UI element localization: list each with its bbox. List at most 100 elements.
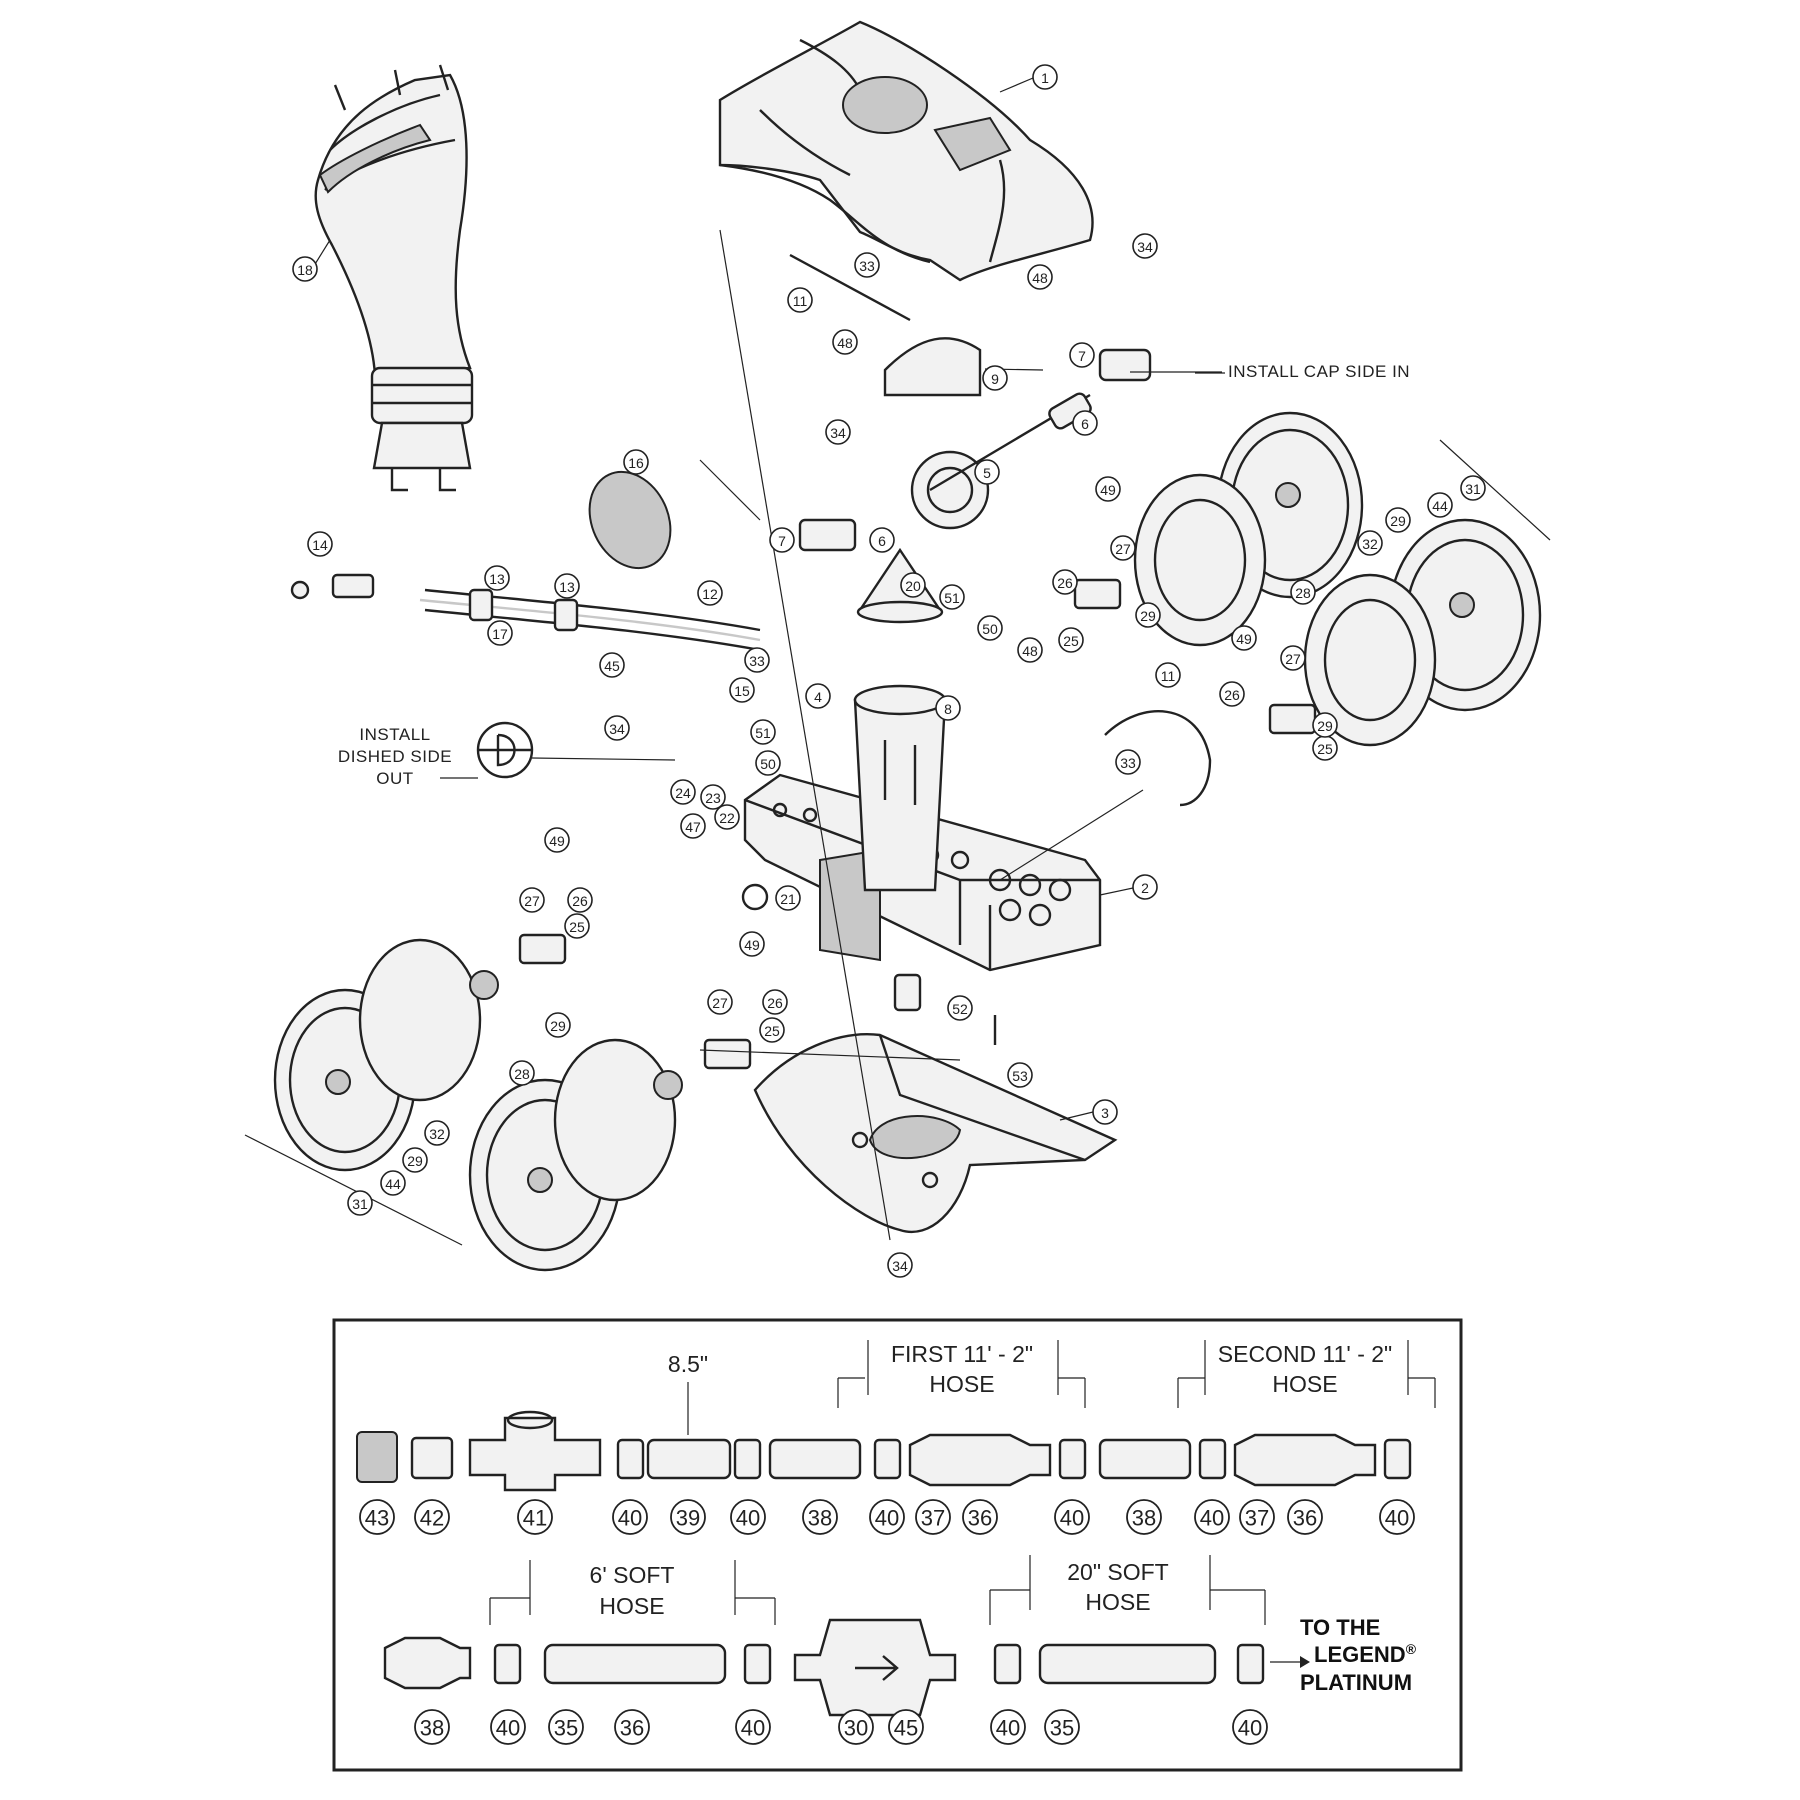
callout-3: 3 (1092, 1099, 1118, 1125)
callout-49: 49 (544, 827, 570, 853)
callout-number: 47 (685, 819, 701, 835)
callout-circle (1058, 627, 1084, 653)
callout-circle (802, 1499, 838, 1535)
callout-number: 4 (814, 689, 822, 705)
callout-number: 50 (760, 756, 776, 772)
callout-48: 48 (832, 329, 858, 355)
callout-circle (1052, 569, 1078, 595)
hose-kit-callout-40: 40 (1232, 1709, 1268, 1745)
callout-circle (869, 1499, 905, 1535)
callout-number: 20 (905, 578, 921, 594)
hose-kit-callout-38: 38 (1126, 1499, 1162, 1535)
callout-number: 30 (844, 1716, 868, 1741)
callout-circle (414, 1499, 450, 1535)
callout-number: 26 (572, 893, 588, 909)
callout-circle (1032, 64, 1058, 90)
callout-circle (775, 885, 801, 911)
callout-number: 40 (1238, 1716, 1262, 1741)
hose-kit-callout-30: 30 (838, 1709, 874, 1745)
callout-number: 40 (496, 1716, 520, 1741)
callout-number: 16 (628, 455, 644, 471)
callout-circle (739, 931, 765, 957)
center-tube-drawing (853, 547, 947, 892)
callout-circle (670, 779, 696, 805)
callout-number: 36 (1293, 1506, 1317, 1531)
callout-circle (787, 287, 813, 313)
registered-mark: ® (1406, 1641, 1417, 1657)
callout-number: 40 (875, 1506, 899, 1531)
callout-11: 11 (787, 287, 813, 313)
callout-number: 29 (1390, 513, 1406, 529)
callout-29: 29 (545, 1012, 571, 1038)
callout-circle (1239, 1499, 1275, 1535)
callout-circle (1092, 1099, 1118, 1125)
callout-number: 43 (365, 1506, 389, 1531)
callout-number: 49 (549, 833, 565, 849)
callout-28: 28 (509, 1060, 535, 1086)
callout-29: 29 (1312, 712, 1338, 738)
callout-circle (697, 580, 723, 606)
first-hose-bracket-inner (867, 1340, 1059, 1395)
drive-assembly-drawing (789, 253, 1152, 552)
callout-1: 1 (1032, 64, 1058, 90)
callout-number: 41 (523, 1506, 547, 1531)
callout-49: 49 (1095, 476, 1121, 502)
callout-number: 9 (991, 371, 999, 387)
callout-circle (825, 419, 851, 445)
callout-number: 31 (1465, 481, 1481, 497)
callout-circle (869, 527, 895, 553)
second-hose-label-line1: SECOND 11' - 2" (1218, 1341, 1392, 1367)
hose-kit-callout-37: 37 (915, 1499, 951, 1535)
callout-number: 1 (1041, 70, 1049, 86)
callout-circle (1132, 233, 1158, 259)
hose-kit-callout-41: 41 (517, 1499, 553, 1535)
callout-28: 28 (1290, 579, 1316, 605)
exploded-view (244, 20, 1551, 1272)
callout-number: 40 (741, 1716, 765, 1741)
callout-number: 53 (1012, 1068, 1028, 1084)
callout-26: 26 (567, 887, 593, 913)
callout-44: 44 (1427, 492, 1453, 518)
callout-circle (707, 989, 733, 1015)
callout-number: 44 (385, 1176, 401, 1192)
callout-number: 11 (793, 293, 808, 309)
callout-number: 35 (1050, 1716, 1074, 1741)
callout-circle (1427, 492, 1453, 518)
soft6-bracket-inner (529, 1560, 736, 1615)
callout-circle (915, 1499, 951, 1535)
callout-32: 32 (424, 1120, 450, 1146)
callout-circle (1155, 662, 1181, 688)
callout-34: 34 (604, 715, 630, 741)
second-hose-bracket (1177, 1377, 1436, 1408)
soft20-label-line2: HOSE (1085, 1589, 1150, 1615)
destination-line1: TO THE (1300, 1615, 1380, 1640)
callout-number: 49 (1236, 631, 1252, 647)
valve-drawing (893, 973, 922, 1012)
callout-number: 27 (712, 995, 728, 1011)
bottom-skirt-drawing (753, 1033, 1118, 1233)
hose-kit-callout-40: 40 (490, 1709, 526, 1745)
callout-48: 48 (1027, 264, 1053, 290)
callout-8: 8 (935, 695, 961, 721)
callout-circle (307, 531, 333, 557)
first-hose-label-line2: HOSE (929, 1371, 994, 1397)
soft20-label-line1: 20" SOFT (1067, 1559, 1168, 1585)
callout-number: 33 (859, 258, 875, 274)
install-cap-note: INSTALL CAP SIDE IN (1228, 362, 1410, 381)
callout-29: 29 (1135, 602, 1161, 628)
callout-circle (1312, 712, 1338, 738)
callout-14: 14 (307, 531, 333, 557)
callout-number: 45 (894, 1716, 918, 1741)
callout-circle (509, 1060, 535, 1086)
callout-13: 13 (554, 573, 580, 599)
second-hose-label-line2: HOSE (1272, 1371, 1337, 1397)
length-85-label: 8.5" (668, 1351, 708, 1377)
callout-9: 9 (982, 365, 1008, 391)
callout-number: 32 (1362, 536, 1378, 552)
callout-circle (962, 1499, 998, 1535)
callout-number: 6 (1081, 416, 1089, 432)
callout-circle (612, 1499, 648, 1535)
leader-lines (244, 77, 1551, 1246)
